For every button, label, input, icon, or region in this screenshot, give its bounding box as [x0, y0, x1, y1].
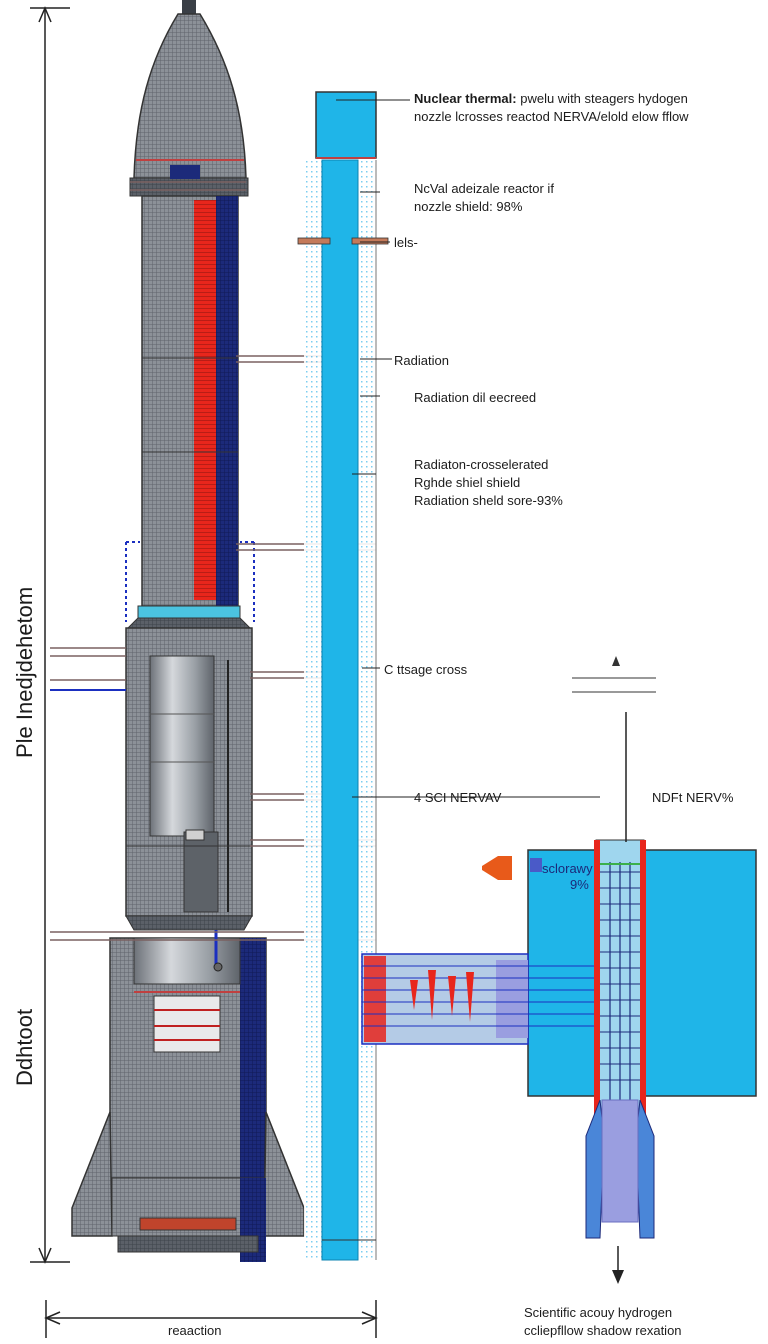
bottom-dimension-line	[44, 1300, 378, 1338]
shield-tick-bars	[297, 237, 389, 245]
nose-tip	[182, 0, 196, 14]
top-title-line-2: nozzle lcrosses reactod NERVA/elold elow…	[414, 109, 689, 124]
rocket	[71, 0, 305, 1262]
right-fin	[263, 1111, 305, 1237]
top-title-line-1: Nuclear thermal: pwelu with steagers hyd…	[414, 91, 688, 106]
shield-column	[304, 91, 377, 1261]
reactor-core-strip	[194, 200, 216, 600]
left-dimension-line	[30, 6, 70, 1264]
inner-tank	[149, 655, 215, 837]
vertical-upper-label: Ple Inedjdehetom	[12, 586, 37, 758]
left-fin	[71, 1111, 113, 1237]
exhaust-plume	[601, 1099, 639, 1223]
radiation-label: Radiation	[394, 353, 449, 368]
inflow-arrow-icon	[482, 856, 512, 880]
bottom-dimension-label: reaaction	[168, 1323, 222, 1338]
label-leader-lines	[336, 99, 600, 798]
engine-detail	[361, 656, 757, 1284]
nozzle-label-line-1: NcVal adeizale reactor if	[414, 181, 554, 196]
efficiency-label-line-2: 9%	[570, 877, 589, 892]
short-label: lels-	[394, 235, 418, 250]
up-arrow-icon	[612, 656, 620, 666]
nose-cone	[133, 13, 247, 179]
nose-collar	[129, 177, 249, 197]
stage-cross-label: C ttsage cross	[384, 662, 468, 677]
radiation-shield-bar	[321, 159, 359, 1261]
radiation-block-line-1: Radiaton-crosselerated	[414, 457, 549, 472]
nerva-right-label: NDFt NERV%	[652, 790, 734, 805]
efficiency-label-line-1: sclorawy	[542, 861, 593, 876]
down-arrow-icon	[612, 1270, 624, 1284]
radiation-block-line-3: Radiation sheld sore-93%	[414, 493, 563, 508]
nozzle-label-line-2: nozzle shield: 98%	[414, 199, 523, 214]
shield-top-block	[315, 91, 377, 159]
bottom-right-caption-line-2: ccliepfllow shadow rexation	[524, 1323, 682, 1338]
nerva-left-label: 4 SCI NERVAV	[414, 790, 502, 805]
vertical-lower-label: Ddhtoot	[12, 1008, 37, 1086]
bottom-right-caption-line-1: Scientific acouy hydrogen	[524, 1305, 673, 1320]
radiation-block-line-2: Rghde shiel shield	[414, 475, 521, 490]
radiation-exceeded-label: Radiation dil eecreed	[414, 390, 537, 405]
